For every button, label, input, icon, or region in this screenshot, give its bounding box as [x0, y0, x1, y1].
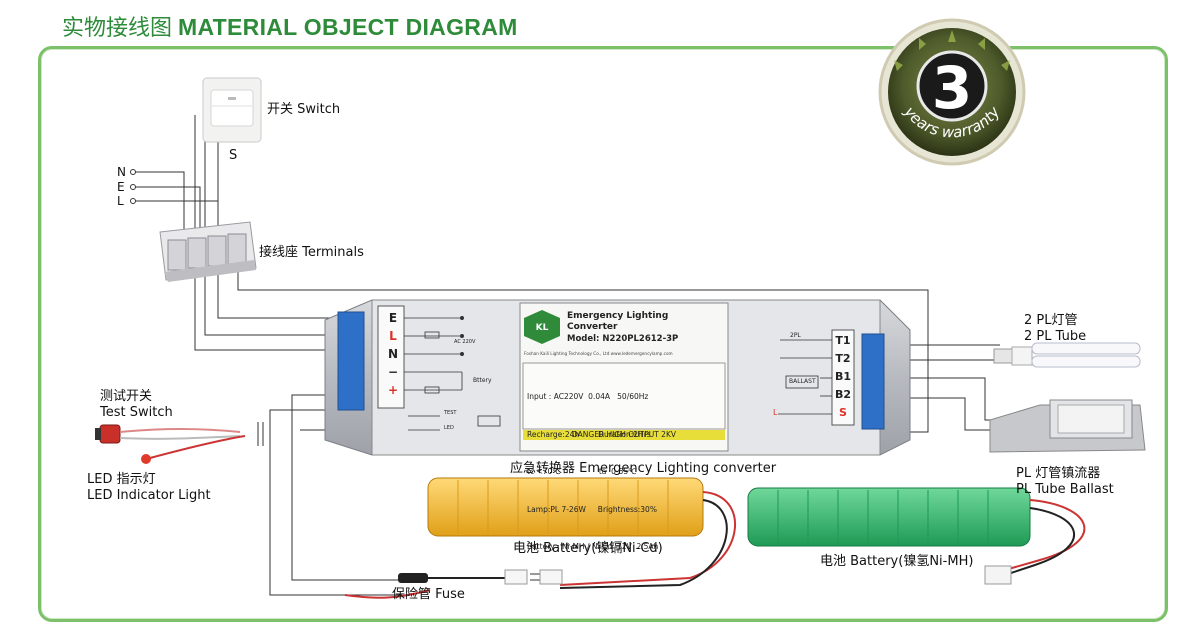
tube-label: 2 PL灯管 2 PL Tube [1024, 313, 1086, 345]
term-e: E [388, 311, 398, 325]
test-switch-label: 测试开关 Test Switch [100, 389, 173, 421]
pl-tube [993, 342, 1141, 368]
battery-nicd-label: 电池 Battery(镍镉Ni-Cd) [513, 541, 663, 556]
converter-name: Emergency Lighting Converter [567, 311, 668, 333]
terminals-label: 接线座 Terminals [259, 245, 364, 260]
wall-switch [202, 77, 262, 143]
ballast-label-en: PL Tube Ballast [1016, 482, 1114, 497]
mains-l-label: L [117, 194, 124, 208]
converter-name-line2: Converter [567, 322, 618, 332]
spec-input: Input : AC220V 0.04A 50/60Hz [527, 392, 649, 401]
term-t2: T2 [835, 352, 851, 365]
converter-model: Model: N220PL2612-3P [567, 334, 679, 344]
battery-internal-label: Bttery [473, 377, 492, 384]
led-internal-label: LED [444, 425, 454, 431]
led-label-cn: LED 指示灯 [87, 472, 156, 487]
fuse-assembly [344, 569, 563, 599]
ballast-internal-label: BALLAST [789, 378, 816, 385]
term-t1: T1 [835, 334, 851, 347]
term-minus: − [387, 365, 399, 379]
title-cn: 实物接线图 [62, 16, 173, 41]
spec-battery: Battery : Ni-MH / Ni-Cd 12V 2.5Ah [527, 542, 659, 551]
term-s: S [839, 406, 847, 419]
l-internal-label: L [773, 408, 778, 417]
danger-label: DANGER HIGH OUTPUT 2KV [572, 430, 676, 439]
converter-caption: 应急转换器 Emergency Lighting converter [510, 461, 777, 476]
led-label-en: LED Indicator Light [87, 488, 211, 503]
mains-e-label: E [117, 180, 125, 194]
battery-nimh-label: 电池 Battery(镍氢Ni-MH) [820, 554, 974, 569]
fuse-label: 保险管 Fuse [392, 587, 465, 602]
test-internal-label: TEST [444, 410, 457, 416]
ballast-label-cn: PL 灯管镇流器 [1016, 466, 1101, 481]
mains-terminals [130, 169, 136, 204]
switch-label: 开关 Switch [267, 102, 341, 117]
converter-name-line1: Emergency Lighting [567, 311, 669, 321]
title-en: MATERIAL OBJECT DIAGRAM [178, 14, 518, 40]
spec-recharge: Recharge:24h Duration:2Hrs [527, 429, 651, 439]
switch-pin-label: S [229, 148, 238, 163]
term-l: L [389, 329, 397, 343]
converter-specs: Input : AC220V 0.04A 50/60Hz Recharge:24… [527, 366, 658, 566]
test-switch-label-en: Test Switch [100, 405, 173, 420]
ballast-label: PL 灯管镇流器 PL Tube Ballast [1016, 466, 1114, 498]
ballast-unit [989, 399, 1146, 453]
battery-nimh-pack [747, 487, 1086, 585]
test-switch-label-cn: 测试开关 [100, 389, 153, 404]
tube-label-en: 2 PL Tube [1024, 329, 1087, 344]
pl-internal-label: 2PL [790, 332, 801, 339]
term-n: N [387, 347, 399, 361]
tube-label-cn: 2 PL灯管 [1024, 313, 1078, 328]
terminal-block [159, 221, 257, 282]
test-switch-assembly [95, 422, 264, 464]
term-b1: B1 [834, 370, 852, 383]
term-plus: + [387, 383, 399, 397]
spec-lamp: Lamp:PL 7-26W Brightness:30% [527, 504, 657, 514]
led-label: LED 指示灯 LED Indicator Light [87, 472, 211, 504]
battery-nicd-pack [427, 477, 736, 589]
converter-left-terminals: E L N − + [384, 309, 402, 399]
warranty-badge: 3 years warranty [878, 18, 1026, 166]
brand-logo-text: KL [536, 323, 549, 333]
mains-n-label: N [117, 165, 126, 179]
term-b2: B2 [834, 388, 852, 401]
warranty-number: 3 [932, 54, 972, 122]
converter-company: Foshan Kaili Lighting Technology Co., Lt… [524, 351, 673, 356]
ac-label: AC 220V [454, 339, 476, 345]
converter-right-terminals: T1 T2 B1 B2 S [832, 332, 854, 422]
converter-housing: KL [324, 299, 911, 456]
spec-temp: tc <70℃ ta 0-55℃ [527, 467, 637, 476]
